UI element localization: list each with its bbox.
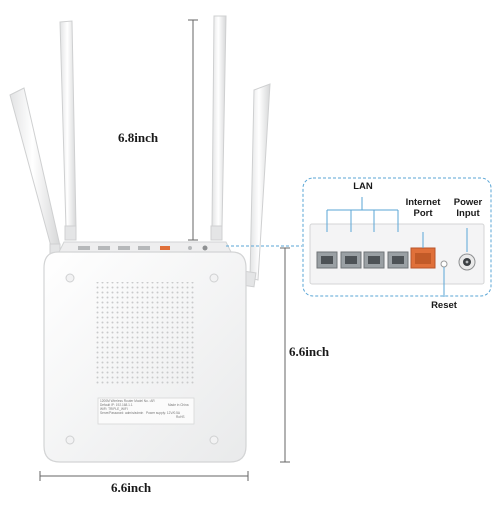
lan-bracket: [326, 197, 399, 232]
depth-label: 6.6inch: [289, 344, 330, 359]
sticker-line: Made in China: [168, 403, 189, 407]
height-label: 6.8inch: [118, 130, 159, 145]
antenna-right: [210, 15, 227, 241]
sticker-line: WiFi: TRIPLE_WIFI: [100, 407, 128, 411]
height-dimension-line: [188, 19, 198, 241]
lan-ports: [316, 251, 409, 269]
antenna-far-left: [9, 87, 61, 259]
reset-label: Reset: [431, 300, 457, 311]
lan-label: LAN: [353, 181, 373, 192]
depth-dimension-line: [280, 247, 290, 463]
width-label: 6.6inch: [111, 480, 152, 495]
sticker-line: Default IP: 192.168.1.1: [100, 403, 133, 407]
antenna-left: [59, 20, 77, 241]
internet-port: [410, 247, 436, 269]
sticker-line: 1200M Wireless Router Model No.: AR: [100, 399, 155, 403]
internet-port-label: Internet Port: [405, 197, 441, 219]
power-input-label: Power Input: [453, 197, 483, 219]
sticker-line: RoHS: [176, 415, 185, 419]
label-sticker: [97, 397, 195, 425]
power-input: [458, 253, 476, 271]
vent-grid: [95, 282, 195, 386]
sticker-line: Serve/Password: admin/admin: [100, 411, 144, 415]
antenna-far-right: [241, 83, 271, 288]
width-dimension-line: [39, 471, 249, 481]
sticker-line: Power supply: 12V/0.5A: [146, 411, 181, 415]
